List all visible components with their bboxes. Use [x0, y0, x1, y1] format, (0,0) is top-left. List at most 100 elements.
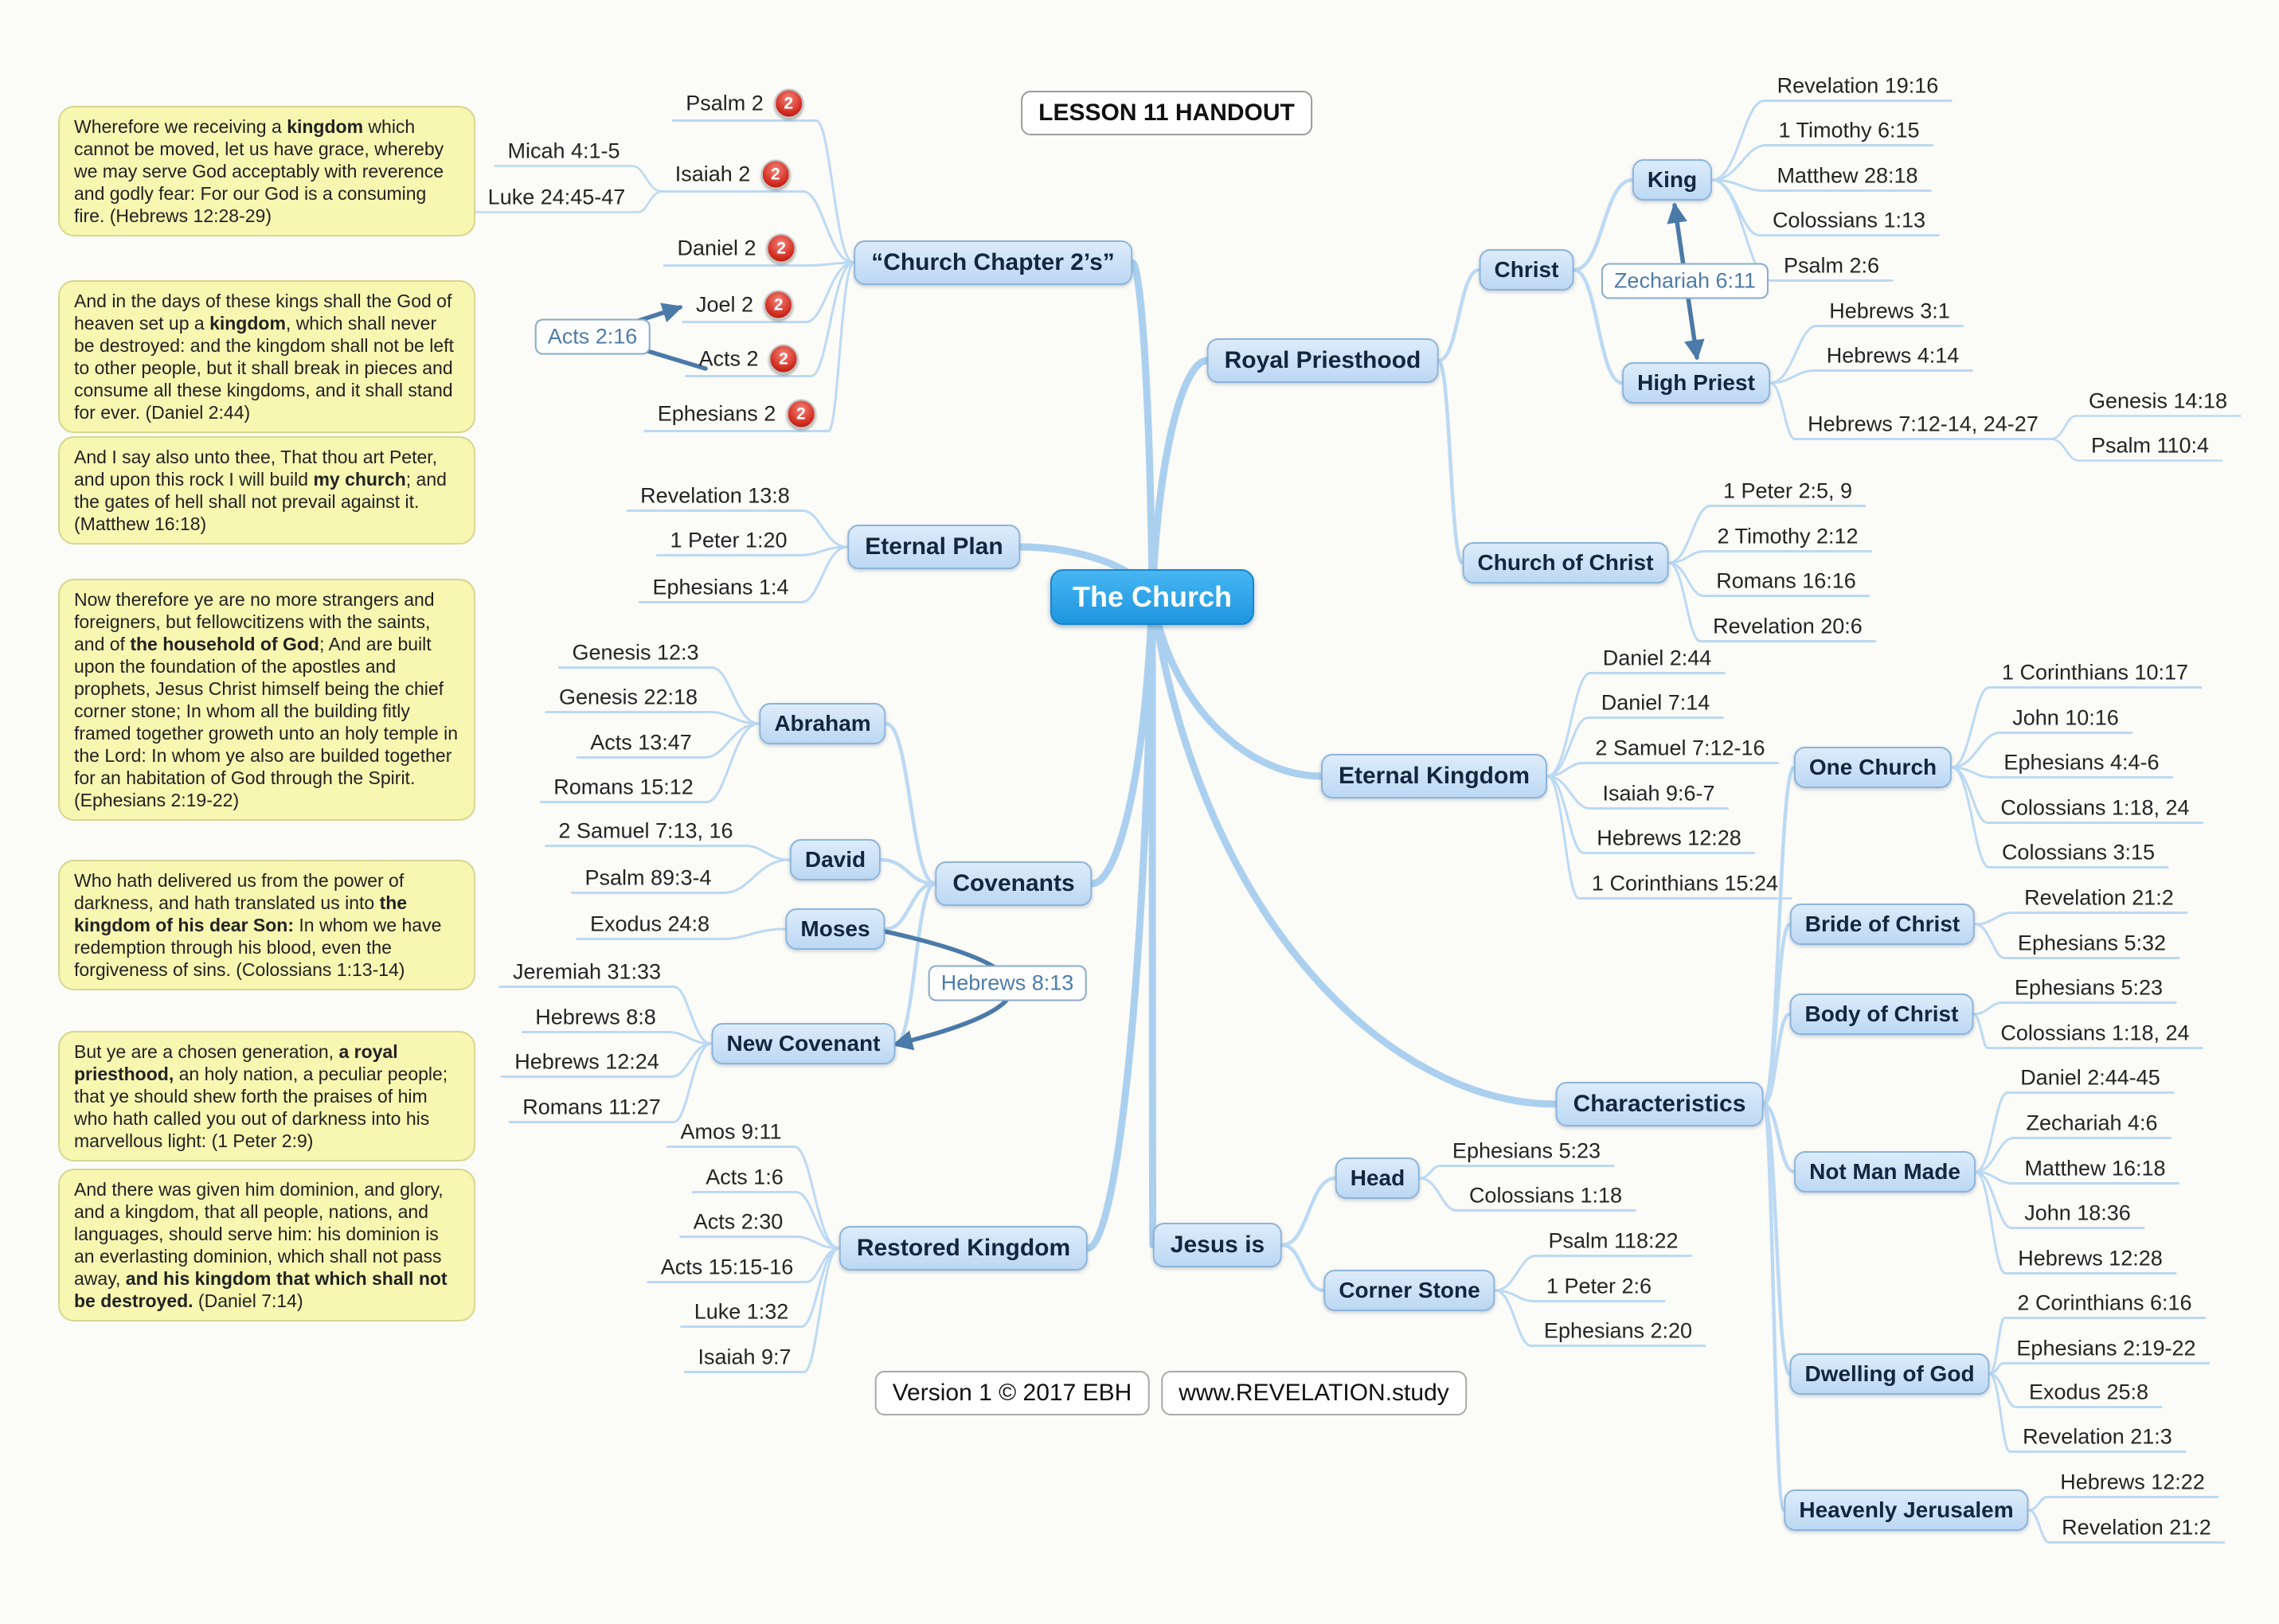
- mindmap-node-1-timothy-6-15[interactable]: 1 Timothy 6:15: [1778, 119, 1919, 143]
- mindmap-node-exodus-25-8[interactable]: Exodus 25:8: [2029, 1380, 2148, 1405]
- mindmap-node-revelation-20-6[interactable]: Revelation 20:6: [1713, 615, 1863, 639]
- mindmap-node-eternal-kingdom[interactable]: Eternal Kingdom: [1320, 754, 1548, 798]
- mindmap-node-christ[interactable]: Christ: [1479, 249, 1574, 291]
- mindmap-node-romans-15-12[interactable]: Romans 15:12: [553, 775, 694, 800]
- mindmap-node-head[interactable]: Head: [1335, 1157, 1421, 1199]
- mindmap-node-hebrews-12-28-b[interactable]: Hebrews 12:28: [2018, 1247, 2163, 1271]
- mindmap-node-ephesians-5-32[interactable]: Ephesians 5:32: [2018, 931, 2166, 956]
- mindmap-node-1-peter-2-5-9[interactable]: 1 Peter 2:5, 9: [1723, 479, 1852, 504]
- mindmap-node-amos-9-11[interactable]: Amos 9:11: [680, 1120, 781, 1145]
- cross-reference-label-acts-2-16[interactable]: Acts 2:16: [534, 318, 651, 355]
- mindmap-node-psalm-2-6[interactable]: Psalm 2:6: [1784, 254, 1879, 279]
- mindmap-node-romans-16-16[interactable]: Romans 16:16: [1716, 569, 1856, 594]
- mindmap-node-colossians-1-18-24-b[interactable]: Colossians 1:18, 24: [2000, 1021, 2189, 1046]
- mindmap-node-hebrews-12-22[interactable]: Hebrews 12:22: [2060, 1470, 2205, 1495]
- mindmap-node-restored-kingdom[interactable]: Restored Kingdom: [838, 1226, 1089, 1271]
- mindmap-node-revelation-21-2[interactable]: Revelation 21:2: [2024, 886, 2174, 911]
- mindmap-node-2-timothy-2-12[interactable]: 2 Timothy 2:12: [1717, 525, 1858, 549]
- mindmap-node-ephesians-2-20[interactable]: Ephesians 2:20: [1544, 1319, 1692, 1344]
- mindmap-node-romans-11-27[interactable]: Romans 11:27: [522, 1095, 661, 1120]
- mindmap-node-acts-15-15-16[interactable]: Acts 15:15-16: [661, 1255, 794, 1280]
- mindmap-node-exodus-24-8[interactable]: Exodus 24:8: [590, 912, 710, 937]
- mindmap-node-hebrews-3-1[interactable]: Hebrews 3:1: [1829, 299, 1950, 324]
- mindmap-node-hebrews-4-14[interactable]: Hebrews 4:14: [1827, 344, 1960, 369]
- mindmap-node-daniel-7-14[interactable]: Daniel 7:14: [1601, 691, 1710, 716]
- mindmap-node-not-man-made[interactable]: Not Man Made: [1794, 1151, 1976, 1193]
- mindmap-node-luke-1-32[interactable]: Luke 1:32: [694, 1300, 789, 1325]
- mindmap-node-high-priest[interactable]: High Priest: [1622, 362, 1770, 404]
- mindmap-node-bride-of-christ[interactable]: Bride of Christ: [1789, 904, 1976, 945]
- mindmap-node-church-of-christ[interactable]: Church of Christ: [1462, 542, 1669, 584]
- mindmap-node-abraham[interactable]: Abraham: [759, 703, 886, 744]
- mindmap-node-1-peter-2-6[interactable]: 1 Peter 2:6: [1546, 1275, 1652, 1299]
- mindmap-node-king[interactable]: King: [1632, 159, 1713, 201]
- mindmap-node-heavenly-jerusalem[interactable]: Heavenly Jerusalem: [1784, 1489, 2029, 1531]
- mindmap-node-colossians-1-18[interactable]: Colossians 1:18: [1469, 1184, 1622, 1208]
- mindmap-node-colossians-1-13[interactable]: Colossians 1:13: [1773, 209, 1925, 233]
- mindmap-node-1-corinthians-15-24[interactable]: 1 Corinthians 15:24: [1592, 872, 1778, 896]
- mindmap-node-revelation-21-2-b[interactable]: Revelation 21:2: [2062, 1516, 2211, 1540]
- mindmap-node-one-church[interactable]: One Church: [1793, 747, 1953, 788]
- mindmap-node-john-18-36[interactable]: John 18:36: [2024, 1201, 2131, 1226]
- mindmap-node-ephesians-4-4-6[interactable]: Ephesians 4:4-6: [2003, 751, 2159, 775]
- mindmap-node-zechariah-4-6[interactable]: Zechariah 4:6: [2026, 1111, 2157, 1136]
- mindmap-node-colossians-1-18-24[interactable]: Colossians 1:18, 24: [2000, 796, 2189, 821]
- mindmap-node-revelation-21-3[interactable]: Revelation 21:3: [2023, 1425, 2172, 1450]
- mindmap-node-hebrews-12-28[interactable]: Hebrews 12:28: [1597, 826, 1742, 851]
- mindmap-node-acts-13-47[interactable]: Acts 13:47: [590, 731, 692, 755]
- mindmap-node-revelation-13-8[interactable]: Revelation 13:8: [640, 484, 790, 509]
- mindmap-node-ephesians-5-23[interactable]: Ephesians 5:23: [2015, 976, 2163, 1001]
- mindmap-node-genesis-14-18[interactable]: Genesis 14:18: [2089, 389, 2227, 414]
- mindmap-node-moses[interactable]: Moses: [785, 908, 885, 950]
- mindmap-node-genesis-22-18[interactable]: Genesis 22:18: [559, 685, 698, 710]
- mindmap-node-acts-2-30[interactable]: Acts 2:30: [694, 1210, 784, 1235]
- mindmap-node-micah-4-1-5[interactable]: Micah 4:1-5: [507, 139, 620, 164]
- mindmap-node-matthew-16-18[interactable]: Matthew 16:18: [2024, 1157, 2165, 1181]
- mindmap-node-new-covenant[interactable]: New Covenant: [711, 1023, 896, 1064]
- mindmap-node-daniel-2-44[interactable]: Daniel 2:44: [1603, 646, 1712, 671]
- mindmap-node-psalm-110-4[interactable]: Psalm 110:4: [2091, 434, 2209, 459]
- mindmap-node-royal-priesthood[interactable]: Royal Priesthood: [1206, 338, 1439, 383]
- mindmap-node-characteristics[interactable]: Characteristics: [1555, 1082, 1764, 1126]
- mindmap-node-hebrews-8-8[interactable]: Hebrews 8:8: [535, 1005, 656, 1030]
- mindmap-node-corner-stone[interactable]: Corner Stone: [1323, 1270, 1495, 1311]
- mindmap-node-genesis-12-3[interactable]: Genesis 12:3: [572, 641, 698, 666]
- cross-reference-label-zechariah-6-11[interactable]: Zechariah 6:11: [1601, 263, 1769, 299]
- mindmap-node-ephesians-5-23-head[interactable]: Ephesians 5:23: [1452, 1139, 1601, 1164]
- mindmap-node-psalm-89-3-4[interactable]: Psalm 89:3-4: [584, 866, 711, 891]
- mindmap-node-acts-1-6[interactable]: Acts 1:6: [706, 1165, 784, 1190]
- mindmap-node-david[interactable]: David: [789, 839, 882, 880]
- mindmap-node-colossians-3-15[interactable]: Colossians 3:15: [2002, 841, 2155, 865]
- mindmap-node-revelation-19-16[interactable]: Revelation 19:16: [1777, 74, 1939, 99]
- mindmap-node-jeremiah-31-33[interactable]: Jeremiah 31:33: [513, 960, 661, 985]
- mindmap-node-body-of-christ[interactable]: Body of Christ: [1789, 994, 1974, 1035]
- mindmap-node-eternal-plan[interactable]: Eternal Plan: [847, 525, 1021, 569]
- mindmap-node-1-corinthians-10-17[interactable]: 1 Corinthians 10:17: [2002, 661, 2188, 685]
- mindmap-node-jesus-is[interactable]: Jesus is: [1152, 1223, 1283, 1267]
- mindmap-node-luke-24-45-47[interactable]: Luke 24:45-47: [488, 185, 626, 210]
- mindmap-node-dwelling-of-god[interactable]: Dwelling of God: [1789, 1353, 1990, 1395]
- mindmap-node-2-corinthians-6-16[interactable]: 2 Corinthians 6:16: [2017, 1291, 2191, 1316]
- mindmap-node-2-samuel-7-12-16[interactable]: 2 Samuel 7:12-16: [1595, 736, 1765, 761]
- mindmap-node-psalm-118-22[interactable]: Psalm 118:22: [1548, 1229, 1678, 1254]
- mindmap-node-the-church[interactable]: The Church: [1050, 569, 1255, 625]
- mindmap-node-2-samuel-7-13-16[interactable]: 2 Samuel 7:13, 16: [558, 819, 733, 844]
- mindmap-node-ephesians-2-19-22[interactable]: Ephesians 2:19-22: [2016, 1337, 2195, 1361]
- mindmap-node-isaiah-9-7[interactable]: Isaiah 9:7: [698, 1345, 791, 1370]
- cross-reference-label-hebrews-8-13[interactable]: Hebrews 8:13: [928, 965, 1087, 1001]
- mindmap-node-john-10-16[interactable]: John 10:16: [2012, 706, 2119, 731]
- mindmap-node-hebrews-12-24[interactable]: Hebrews 12:24: [514, 1050, 659, 1075]
- mindmap-node-daniel-2-44-45[interactable]: Daniel 2:44-45: [2020, 1066, 2160, 1091]
- mindmap-node-isaiah-9-6-7[interactable]: Isaiah 9:6-7: [1602, 782, 1714, 806]
- mindmap-node-matthew-28-18[interactable]: Matthew 28:18: [1777, 164, 1917, 189]
- mindmap-node-church-chapter-2s[interactable]: “Church Chapter 2’s”: [854, 240, 1132, 285]
- mindmap-node-covenants[interactable]: Covenants: [935, 861, 1093, 906]
- mindmap-node-hebrews-7-12-14-24-27[interactable]: Hebrews 7:12-14, 24-27: [1808, 412, 2039, 437]
- mindmap-node-1-peter-1-20[interactable]: 1 Peter 1:20: [670, 529, 787, 553]
